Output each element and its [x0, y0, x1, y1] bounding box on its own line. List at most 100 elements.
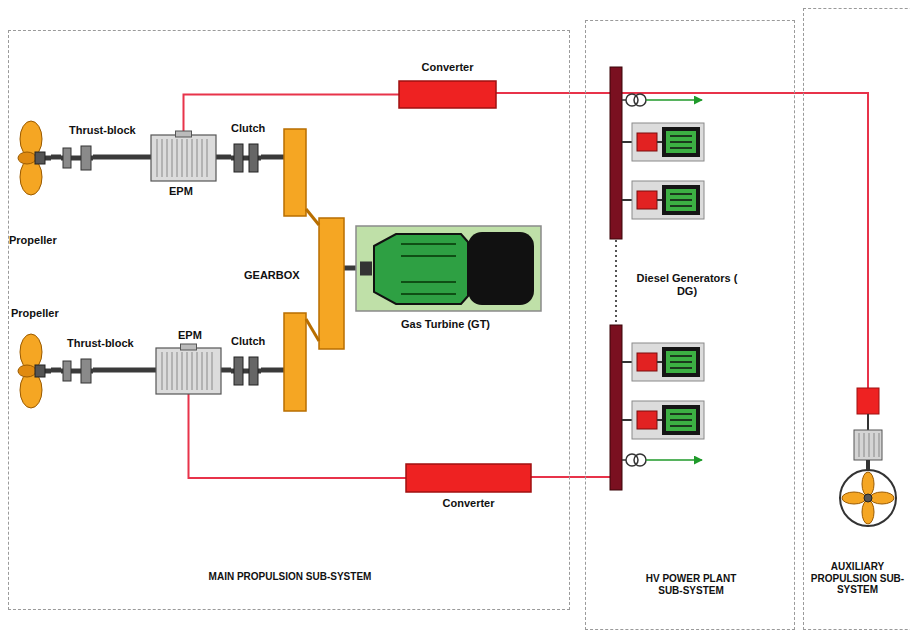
drive-shaft [221, 368, 231, 373]
turbine-enclosure [356, 226, 541, 311]
motor-fin [177, 139, 178, 177]
motor-fin [187, 139, 188, 177]
motor-fin [192, 352, 193, 390]
drive-shaft [261, 368, 284, 373]
diesel-generator [622, 123, 704, 161]
gearbox-section [284, 313, 306, 411]
gearbox-section [284, 129, 306, 216]
thrust-flange [63, 148, 71, 168]
motor-body [151, 135, 216, 181]
clutch-shape [231, 357, 261, 385]
clutch: Clutch [231, 357, 261, 385]
motor-fin [202, 139, 203, 177]
gearbox-section [319, 218, 344, 349]
subsystem-panel: AUXILIARY PROPULSION SUB-SYSTEM [803, 8, 910, 630]
diesel-generator [622, 181, 704, 219]
converter-body [399, 81, 496, 108]
thrust-block-shape [61, 146, 93, 170]
gear-mesh [306, 319, 319, 341]
drive-shaft [93, 368, 156, 373]
turbine-coupling [360, 262, 372, 276]
aux-thruster-duct [840, 470, 896, 526]
motor-fin [172, 352, 173, 390]
group-label: Diesel Generators ( DG) [631, 272, 743, 298]
transformer [622, 454, 702, 466]
drive-shaft [261, 155, 284, 160]
propeller-hub [35, 152, 45, 164]
motor-fin [197, 139, 198, 177]
component-label: Gas Turbine (GT) [401, 318, 521, 331]
motor-fin [207, 352, 208, 390]
converter-box-shape [399, 81, 496, 108]
component-label: Thrust-block [67, 337, 147, 350]
motor-fins [162, 352, 212, 390]
aux-cable [867, 414, 869, 430]
subsystem-heading: MAIN PROPULSION SUB-SYSTEM [9, 571, 571, 583]
component-label: Propeller [9, 234, 79, 247]
electric-motor-shape [156, 348, 221, 394]
propeller-blade [18, 365, 36, 377]
clutch-disc [249, 144, 258, 172]
aux-shaft [866, 460, 870, 470]
busbar [610, 325, 622, 490]
bus-tie [615, 240, 617, 324]
motor-fin [182, 352, 183, 390]
thrust-flange [81, 359, 91, 383]
clutch-disc [249, 357, 258, 385]
component-label: Converter [406, 497, 531, 510]
propeller: Propeller [15, 333, 51, 409]
motor-fin [207, 139, 208, 177]
subsystem-panel: MAIN PROPULSION SUB-SYSTEMConverterPrope… [8, 30, 570, 610]
diesel-generator [622, 401, 704, 439]
propeller-hub [35, 365, 45, 377]
aux-converter [857, 388, 879, 414]
clutch-disc [234, 144, 243, 172]
component-label: Thrust-block [69, 124, 149, 137]
component-label: Clutch [231, 122, 281, 135]
motor-fin [202, 352, 203, 390]
motor-fins [157, 139, 207, 177]
converter-box-shape [406, 464, 531, 492]
converter-body [406, 464, 531, 492]
motor-fin [157, 139, 158, 177]
aux-motor-fins [859, 433, 879, 457]
gear-mesh [306, 209, 319, 225]
turbine-engine [374, 234, 468, 304]
drive-shaft [51, 368, 61, 373]
terminal-box [176, 131, 192, 137]
gas-turbine-shape [356, 226, 541, 311]
transformer [622, 94, 702, 106]
motor-fin [167, 139, 168, 177]
thrust-block-shape [61, 359, 93, 383]
motor-fin [162, 139, 163, 177]
component-label: Clutch [231, 335, 281, 348]
propeller-shape [15, 333, 51, 409]
turbine-detail [401, 244, 456, 294]
motor-fin [182, 139, 183, 177]
drive-shaft [216, 155, 231, 160]
electric-motor: EPM [156, 348, 221, 394]
thrust-block: Thrust-block [61, 359, 93, 383]
clutch-shape [231, 144, 261, 172]
motor-fin [187, 352, 188, 390]
converter-box: Converter [399, 81, 496, 108]
electric-motor-shape [151, 135, 216, 181]
propeller-shape [15, 120, 51, 196]
propeller-blade [18, 152, 36, 164]
aux-propeller [842, 472, 894, 524]
turbine-intake [468, 232, 534, 305]
motor-fin [192, 139, 193, 177]
component-label: GEARBOX [244, 269, 314, 282]
converter-box: Converter [406, 464, 531, 492]
motor-fin [197, 352, 198, 390]
diesel-generator [622, 343, 704, 381]
component-label: Propeller [11, 307, 81, 320]
drive-shaft [93, 155, 151, 160]
component-label: Converter [389, 61, 506, 74]
clutch: Clutch [231, 144, 261, 172]
subsystem-heading: HV POWER PLANT SUB-SYSTEM [641, 573, 741, 596]
motor-body [156, 348, 221, 394]
drive-shaft [344, 266, 356, 271]
component-label: EPM [169, 185, 209, 198]
